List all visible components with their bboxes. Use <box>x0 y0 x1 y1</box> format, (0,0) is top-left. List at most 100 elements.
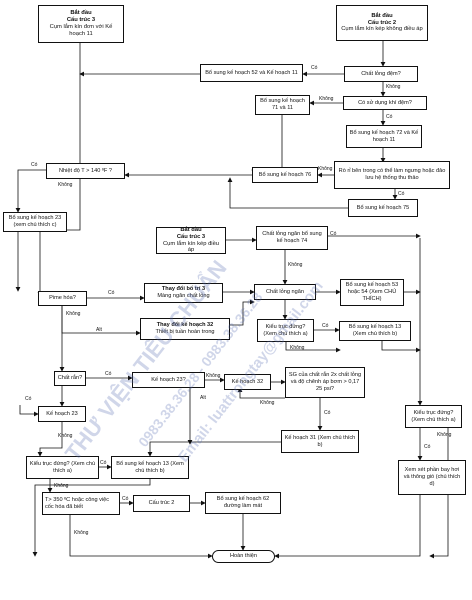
edge-label-khong: Không <box>74 530 89 536</box>
node-text: Bổ sung kế hoạch 71 và 11 <box>260 98 305 111</box>
start-subtitle: Cấu trúc 2 <box>367 19 397 26</box>
temperature-decision[interactable]: Nhiệt độ T > 140 ºF ? <box>46 163 125 179</box>
buffer-liquid-decision[interactable]: Chất lỏng đệm? <box>344 66 418 82</box>
start-subtitle: Cấu trúc 3 <box>176 233 206 240</box>
solids-decision[interactable]: Chất rắn? <box>54 371 86 386</box>
edge-label-alt: Alt <box>200 395 206 401</box>
node-text: SG của chất rắn 2x chất lỏng và độ chênh… <box>288 372 362 392</box>
buffer-gas-decision[interactable]: Có sử dụng khí đệm? <box>343 96 427 110</box>
edge-label-co: Có <box>424 444 431 450</box>
start-description: Cụm lắm kín kép không điều áp <box>341 26 423 33</box>
edge-label-co: Có <box>108 290 115 296</box>
node-text: Chất lỏng ngăn <box>266 288 304 295</box>
node-text: Bổ sung kế hoạch 72 và Kế hoạch 11 <box>349 129 419 143</box>
node-text: Màng ngăn chất lỏng <box>157 293 210 299</box>
plan-31-node[interactable]: Kế hoạch 31 (Xem chú thích b) <box>281 430 359 453</box>
node-text: Bổ sung kế hoạch 75 <box>356 204 410 211</box>
add-plan-71-11-node[interactable]: Bổ sung kế hoạch 71 và 11 <box>255 95 310 115</box>
edge-label-co: Có <box>122 496 129 502</box>
add-plan-23-node[interactable]: Bổ sung kế hoạch 23 (xem chú thích c) <box>3 212 67 232</box>
plan-23-node[interactable]: Kế hoạch 23 <box>38 406 86 422</box>
vent-consideration-node[interactable]: Xem xét phần bay hơi và thông gió (chú t… <box>398 460 466 495</box>
edge-label-co: Có <box>100 460 107 466</box>
plan-23-decision[interactable]: Kế hoạch 23? <box>132 372 205 388</box>
start-structure-2-node[interactable]: Bắt đầu Cấu trúc 2 Cụm lắm kín kép không… <box>336 5 428 41</box>
node-text: Bổ sung kế hoạch 62 đường làm mát <box>216 496 270 509</box>
start-structure-3-node[interactable]: Bắt đầu Cấu trúc 3 Cụm lắm kín đơn với K… <box>38 5 124 43</box>
node-title: Thay đổi kế hoạch 32 <box>156 322 214 329</box>
start-description: Cụm lắm kín đơn với Kế hoạch 11 <box>49 24 113 37</box>
node-text: Kế hoạch 23 <box>46 410 78 417</box>
edge-label-khong: Không <box>288 262 303 268</box>
edge-label-khong: Không <box>319 96 334 102</box>
node-text: Chất rắn? <box>57 375 83 382</box>
edge-label-khong: Không <box>66 311 81 317</box>
node-text: Có sử dụng khí đệm? <box>358 99 412 106</box>
node-text: Nhiệt độ T > 140 ºF ? <box>59 167 112 174</box>
specific-gravity-decision[interactable]: SG của chất rắn 2x chất lỏng và độ chênh… <box>285 367 365 398</box>
start-title: Bắt đầu <box>180 226 202 233</box>
barrier-liquid-plan-74-node[interactable]: Chất lỏng ngăn bổ sung kế hoạch 74 <box>256 226 328 250</box>
node-text: Bổ sung kế hoạch 23 (xem chú thích c) <box>8 215 62 228</box>
start-subtitle: Cấu trúc 3 <box>66 17 96 24</box>
node-text: Xem xét phần bay hơi và thông gió (chú t… <box>403 467 461 487</box>
start-title: Bắt đầu <box>70 10 92 17</box>
internal-leak-decision[interactable]: Rò rỉ bên trong có thể làm ngưng hoặc đả… <box>334 161 450 189</box>
add-plan-76-node[interactable]: Bổ sung kế hoạch 76 <box>252 167 318 183</box>
node-text: Rò rỉ bên trong có thể làm ngưng hoặc đả… <box>338 168 446 181</box>
coking-temperature-decision[interactable]: T> 350 ºC hoặc công việc cốc hóa đã biết <box>42 492 120 515</box>
start-structure-3b-node[interactable]: Bắt đầu Cấu trúc 3 Cụm lắm kín kép điều … <box>156 227 226 254</box>
edge-label-co: Có <box>386 114 393 120</box>
add-plan-62-node[interactable]: Bổ sung kế hoạch 62 đường làm mát <box>205 492 281 514</box>
structure-2-node[interactable]: Cấu trúc 2 <box>133 495 190 512</box>
edge-label-khong: Không <box>58 182 73 188</box>
edge-label-co: Có <box>322 323 329 329</box>
node-text: Bổ sung kế hoạch 53 hoặc 54 (Xem CHÚ THÍ… <box>345 282 399 302</box>
add-plan-13-node-2[interactable]: Bổ sung kế hoạch 13 (Xem chú thích b) <box>111 456 189 479</box>
vertical-shaft-decision-right[interactable]: Kiểu trục đứng? (Xem chú thích a) <box>405 405 462 428</box>
edge-label-alt: Alt <box>96 327 102 333</box>
node-text: Thiết bị tuần hoàn trong <box>155 329 215 335</box>
edge-label-khong: Không <box>386 84 401 90</box>
edge-label-khong: Không <box>260 400 275 406</box>
node-text: Bổ sung kế hoạch 13 (Xem chú thích b) <box>116 460 184 474</box>
edge-label-khong: Không <box>58 433 73 439</box>
edge-label-khong: Không <box>437 432 452 438</box>
change-plan-32-node[interactable]: Thay đổi kế hoạch 32 Thiết bị tuần hoàn … <box>140 318 230 340</box>
node-title: Thay đổi bố trí 3 <box>161 286 206 293</box>
add-plan-72-11-node[interactable]: Bổ sung kế hoạch 72 và Kế hoạch 11 <box>346 125 422 148</box>
edge-label-khong: Không <box>206 373 221 379</box>
vertical-shaft-decision-1[interactable]: Kiểu trục đứng? (Xem chú thích a) <box>257 319 314 342</box>
edge-label-co: Có <box>31 162 38 168</box>
node-text: Kiểu trục đứng? (Xem chú thích a) <box>29 460 96 474</box>
add-plan-53-54-node[interactable]: Bổ sung kế hoạch 53 hoặc 54 (Xem CHÚ THÍ… <box>340 279 404 306</box>
polymerize-decision[interactable]: Pime hóa? <box>38 291 87 306</box>
barrier-liquid-node[interactable]: Chất lỏng ngăn <box>254 284 316 300</box>
node-text: Kiểu trục đứng? (Xem chú thích a) <box>411 409 456 423</box>
node-text: Pime hóa? <box>49 295 76 302</box>
node-text: Kiểu trục đứng? (Xem chú thích a) <box>263 323 308 337</box>
node-text: Cấu trúc 2 <box>148 500 175 507</box>
node-text: Chất lỏng ngăn bổ sung kế hoạch 74 <box>262 231 322 244</box>
edge-label-co: Có <box>311 65 318 71</box>
finish-terminal[interactable]: Hoàn thiện <box>212 550 275 563</box>
add-plan-52-11-node[interactable]: Bổ sung kế hoạch 52 và Kế hoạch 11 <box>200 64 303 82</box>
edge-label-co: Có <box>330 231 337 237</box>
node-text: T> 350 ºC hoặc công việc cốc hóa đã biết <box>45 496 110 510</box>
change-layout-3-node[interactable]: Thay đổi bố trí 3 Màng ngăn chất lỏng <box>144 283 223 303</box>
edge-label-khong: Không <box>290 345 305 351</box>
node-text: Bổ sung kế hoạch 76 <box>258 171 312 178</box>
edge-label-co: Có <box>105 371 112 377</box>
node-text: Chất lỏng đệm? <box>361 70 401 77</box>
edge-label-co: Có <box>324 410 331 416</box>
edge-label-khong: Không <box>54 483 69 489</box>
vertical-shaft-decision-2[interactable]: Kiểu trục đứng? (Xem chú thích a) <box>26 456 99 479</box>
add-plan-13-node-1[interactable]: Bổ sung kế hoạch 13 (Xem chú thích b) <box>339 321 411 341</box>
edge-label-khong: Không <box>318 166 333 172</box>
node-text: Kế hoạch 31 (Xem chú thích b) <box>284 434 356 448</box>
add-plan-75-node[interactable]: Bổ sung kế hoạch 75 <box>348 199 418 217</box>
plan-32-node[interactable]: Kế hoạch 32 <box>224 374 271 390</box>
edge-label-co: Có <box>25 396 32 402</box>
